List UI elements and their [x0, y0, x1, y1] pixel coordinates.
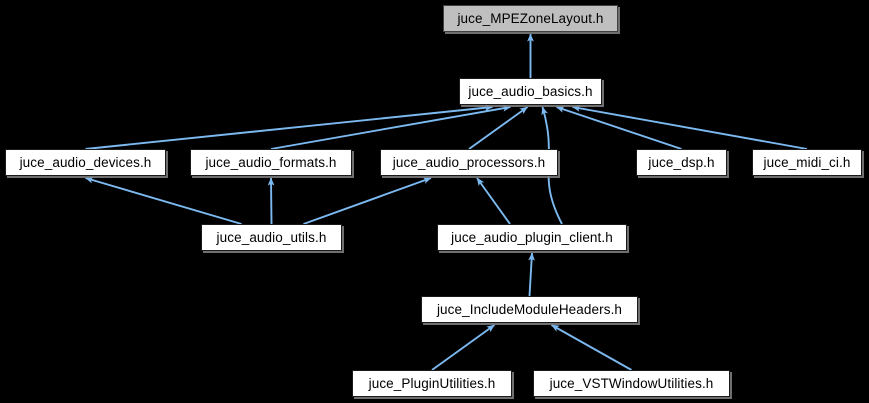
graph-node-audio_basics[interactable]: juce_audio_basics.h [459, 78, 602, 105]
graph-node-audio_processors[interactable]: juce_audio_processors.h [380, 149, 558, 176]
graph-node-label: juce_audio_formats.h [205, 154, 337, 170]
graph-node-midi_ci[interactable]: juce_midi_ci.h [752, 149, 862, 176]
graph-edge-midi_ci-to-audio_basics [572, 104, 808, 150]
graph-node-dsp[interactable]: juce_dsp.h [636, 149, 727, 176]
graph-edge-audio_utils-to-audio_devices [85, 176, 242, 225]
graph-edge-audio_formats-to-audio_basics [270, 104, 511, 150]
graph-edge-dsp-to-audio_basics [556, 106, 682, 150]
graph-edge-audio_devices-to-audio_basics [85, 104, 493, 150]
graph-edge-vst_window_utilities-to-include_module_headers [551, 324, 632, 371]
graph-node-label: juce_midi_ci.h [763, 154, 851, 170]
graph-edge-include_module_headers-to-audio_plugin_client [528, 252, 535, 297]
graph-edge-plugin_utilities-to-include_module_headers [431, 324, 496, 371]
graph-node-include_module_headers[interactable]: juce_IncludeModuleHeaders.h [421, 296, 638, 323]
graph-node-label: juce_audio_processors.h [392, 154, 546, 170]
graph-node-label: juce_audio_basics.h [468, 83, 593, 99]
graph-edge-audio_utils-to-audio_processors [303, 177, 432, 225]
graph-edge-audio_processors-to-audio_basics [468, 106, 529, 150]
graph-node-audio_utils[interactable]: juce_audio_utils.h [201, 224, 342, 251]
graph-node-vst_window_utilities[interactable]: juce_VSTWindowUtilities.h [533, 370, 730, 397]
graph-node-audio_devices[interactable]: juce_audio_devices.h [5, 149, 166, 176]
graph-node-label: juce_audio_plugin_client.h [451, 229, 613, 245]
graph-node-label: juce_dsp.h [648, 154, 715, 170]
graph-node-label: juce_MPEZoneLayout.h [457, 10, 604, 26]
graph-node-mpe_zone_layout: juce_MPEZoneLayout.h [443, 5, 618, 32]
graph-node-audio_formats[interactable]: juce_audio_formats.h [190, 149, 352, 176]
edges-group [85, 33, 808, 371]
graph-node-label: juce_PluginUtilities.h [368, 375, 496, 391]
graph-node-label: juce_VSTWindowUtilities.h [549, 375, 714, 391]
graph-node-plugin_utilities[interactable]: juce_PluginUtilities.h [352, 370, 512, 397]
graph-node-label: juce_audio_devices.h [19, 154, 152, 170]
graph-node-label: juce_IncludeModuleHeaders.h [436, 301, 623, 317]
graph-node-label: juce_audio_utils.h [216, 229, 327, 245]
graph-edge-audio_utils-to-audio_formats [267, 177, 275, 225]
graph-node-audio_plugin_client[interactable]: juce_audio_plugin_client.h [437, 224, 627, 251]
graph-edge-audio_plugin_client-to-audio_processors [476, 177, 511, 225]
